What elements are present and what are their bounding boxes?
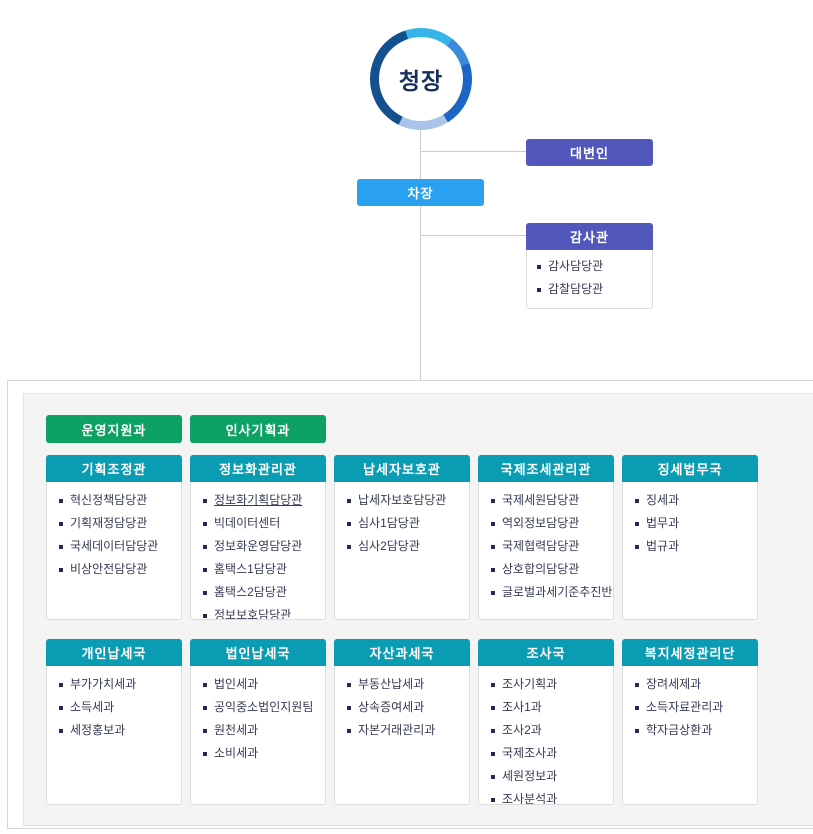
list-item[interactable]: 소득세과 (59, 696, 181, 719)
list-item[interactable]: 혁신정책담당관 (59, 489, 181, 512)
bureau-card-header[interactable]: 기획조정관 (46, 455, 182, 482)
commissioner-label: 청장 (379, 37, 463, 121)
list-item[interactable]: 조사분석과 (491, 788, 613, 804)
list-item[interactable]: 감사담당관 (537, 255, 652, 278)
bureau-card-header[interactable]: 정보화관리관 (190, 455, 326, 482)
list-item[interactable]: 홈택스1담당관 (203, 558, 325, 581)
list-item[interactable]: 부가가치세과 (59, 673, 181, 696)
deputy-commissioner-label: 차장 (407, 186, 434, 201)
list-item[interactable]: 납세자보호담당관 (347, 489, 469, 512)
list-item[interactable]: 자본거래관리과 (347, 719, 469, 742)
bureau-card-header[interactable]: 조사국 (478, 639, 614, 666)
list-item[interactable]: 소득자료관리과 (635, 696, 757, 719)
bureau-card-header[interactable]: 개인납세국 (46, 639, 182, 666)
list-item[interactable]: 글로벌과세기준추진반 (491, 581, 613, 604)
list-item[interactable]: 조사1과 (491, 696, 613, 719)
list-item[interactable]: 상속증여세과 (347, 696, 469, 719)
list-item[interactable]: 징세과 (635, 489, 757, 512)
list-item[interactable]: 정보화운영담당관 (203, 535, 325, 558)
list-item[interactable]: 부동산납세과 (347, 673, 469, 696)
connector-trunk-line (420, 130, 421, 380)
division-box-hr-planning[interactable]: 인사기획과 (190, 415, 326, 443)
list-item[interactable]: 법무과 (635, 512, 757, 535)
division-box-operations-support[interactable]: 운영지원과 (46, 415, 182, 443)
list-item[interactable]: 소비세과 (203, 742, 325, 765)
bureau-card-header[interactable]: 법인납세국 (190, 639, 326, 666)
spokesperson-label: 대변인 (570, 146, 609, 161)
list-item[interactable]: 세정홍보과 (59, 719, 181, 742)
list-item[interactable]: 국제협력담당관 (491, 535, 613, 558)
list-item[interactable]: 정보보호담당관 (203, 604, 325, 619)
list-item[interactable]: 세원정보과 (491, 765, 613, 788)
list-item[interactable]: 공익중소법인지원팀 (203, 696, 325, 719)
bureau-card-header[interactable]: 국제조세관리관 (478, 455, 614, 482)
list-item[interactable]: 역외정보담당관 (491, 512, 613, 535)
list-item[interactable]: 장려세제과 (635, 673, 757, 696)
spokesperson-node[interactable]: 대변인 (526, 139, 653, 166)
list-item[interactable]: 홈택스2담당관 (203, 581, 325, 604)
bureau-card-header[interactable]: 납세자보호관 (334, 455, 470, 482)
list-item[interactable]: 정보화기획담당관 (203, 489, 325, 512)
audit-office-header[interactable]: 감사관 (526, 223, 653, 250)
list-item[interactable]: 법인세과 (203, 673, 325, 696)
list-item[interactable]: 비상안전담당관 (59, 558, 181, 581)
list-item[interactable]: 심사2담당관 (347, 535, 469, 558)
commissioner-node[interactable]: 청장 (370, 28, 472, 130)
connector-audit-line (421, 235, 526, 236)
list-item[interactable]: 국제세원담당관 (491, 489, 613, 512)
list-item[interactable]: 감찰담당관 (537, 278, 652, 301)
list-item[interactable]: 국제조사과 (491, 742, 613, 765)
list-item[interactable]: 원천세과 (203, 719, 325, 742)
audit-office-body: 감사담당관 감찰담당관 (526, 250, 653, 309)
bureau-card-header[interactable]: 징세법무국 (622, 455, 758, 482)
list-item[interactable]: 국세데이터담당관 (59, 535, 181, 558)
list-item[interactable]: 학자금상환과 (635, 719, 757, 742)
bureau-card-header[interactable]: 자산과세국 (334, 639, 470, 666)
list-item[interactable]: 조사기획과 (491, 673, 613, 696)
division-row: 운영지원과 인사기획과 (46, 415, 326, 443)
list-item[interactable]: 상호합의담당관 (491, 558, 613, 581)
bureau-card-header[interactable]: 복지세정관리단 (622, 639, 758, 666)
audit-office-card: 감사관 감사담당관 감찰담당관 (526, 223, 653, 309)
list-item[interactable]: 빅데이터센터 (203, 512, 325, 535)
connector-spokesperson-line (421, 151, 526, 152)
list-item[interactable]: 심사1담당관 (347, 512, 469, 535)
deputy-commissioner-node[interactable]: 차장 (357, 179, 484, 206)
list-item[interactable]: 조사2과 (491, 719, 613, 742)
list-item[interactable]: 기획재정담당관 (59, 512, 181, 535)
list-item[interactable]: 법규과 (635, 535, 757, 558)
